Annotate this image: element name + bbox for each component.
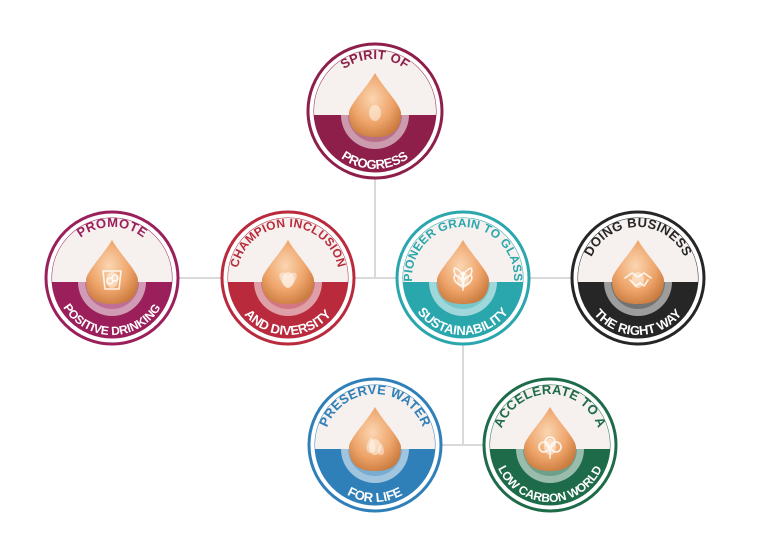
glass-icon bbox=[102, 270, 122, 290]
heart-icon bbox=[279, 272, 297, 288]
tree-icon bbox=[538, 436, 562, 459]
badge-bottom-label: FOR LIFE bbox=[345, 484, 404, 505]
water-drops-icon bbox=[366, 437, 384, 455]
leaf-icon bbox=[453, 267, 473, 291]
handshake-icon bbox=[624, 272, 652, 287]
badge-bottom-text: FOR LIFE bbox=[345, 484, 404, 505]
